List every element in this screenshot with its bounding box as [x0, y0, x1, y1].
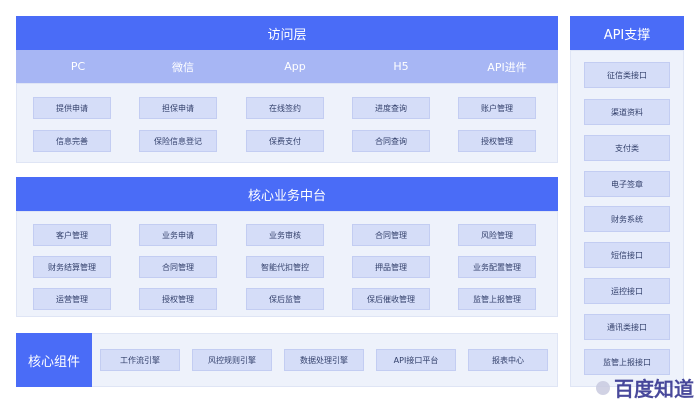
core-cell[interactable]: 业务申请 — [139, 224, 217, 246]
core-cell[interactable]: 授权管理 — [139, 288, 217, 310]
api-support-title: API支撑 — [603, 27, 651, 43]
component-cell[interactable]: 报表中心 — [468, 349, 548, 371]
core-cell[interactable]: 客户管理 — [33, 224, 111, 246]
watermark: 百度知道 — [596, 373, 694, 402]
core-components-title: 核心组件 — [27, 354, 80, 370]
access-cell[interactable]: 担保申请 — [139, 97, 217, 119]
core-cell[interactable]: 风险管理 — [458, 224, 536, 246]
api-item[interactable]: 通讯类接口 — [584, 314, 670, 340]
tab-app[interactable]: App — [284, 60, 306, 73]
core-cell[interactable]: 业务配置管理 — [458, 256, 536, 278]
core-cell[interactable]: 监管上报管理 — [458, 288, 536, 310]
core-cell[interactable]: 合同管理 — [352, 224, 430, 246]
tab-wechat[interactable]: 微信 — [172, 60, 194, 74]
access-cell[interactable]: 保险信息登记 — [139, 130, 217, 152]
component-cell[interactable]: 数据处理引擎 — [284, 349, 364, 371]
access-cell[interactable]: 合同查询 — [352, 130, 430, 152]
access-cell[interactable]: 信息完善 — [33, 130, 111, 152]
access-cell[interactable]: 提供申请 — [33, 97, 111, 119]
core-cell[interactable]: 保后催收管理 — [352, 288, 430, 310]
core-cell[interactable]: 合同管理 — [139, 256, 217, 278]
core-cell[interactable]: 财务结算管理 — [33, 256, 111, 278]
access-layer-title: 访问层 — [267, 27, 307, 43]
core-cell[interactable]: 保后监管 — [246, 288, 324, 310]
tab-api-entry[interactable]: API进件 — [487, 60, 527, 74]
api-item[interactable]: 支付类 — [584, 135, 670, 161]
core-cell[interactable]: 运营管理 — [33, 288, 111, 310]
access-cell[interactable]: 账户管理 — [458, 97, 536, 119]
access-cell[interactable]: 保费支付 — [246, 130, 324, 152]
tab-pc[interactable]: PC — [70, 60, 86, 73]
component-cell[interactable]: API接口平台 — [376, 349, 456, 371]
component-cell[interactable]: 工作流引擎 — [100, 349, 180, 371]
core-components-header: 核心组件 — [16, 333, 92, 387]
access-cell[interactable]: 进度查询 — [352, 97, 430, 119]
api-item[interactable]: 电子签章 — [584, 171, 670, 197]
api-item[interactable]: 监管上报接口 — [584, 349, 670, 375]
api-item[interactable]: 征信类接口 — [584, 62, 670, 88]
access-cell[interactable]: 授权管理 — [458, 130, 536, 152]
tab-h5[interactable]: H5 — [393, 60, 409, 73]
component-cell[interactable]: 风控规则引擎 — [192, 349, 272, 371]
core-cell[interactable]: 智能代扣管控 — [246, 256, 324, 278]
api-item[interactable]: 渠道资料 — [584, 99, 670, 125]
access-layer-tabs: PC 微信 App H5 API进件 — [16, 50, 558, 83]
api-item[interactable]: 财务系统 — [584, 206, 670, 232]
api-item[interactable]: 短信接口 — [584, 242, 670, 268]
core-platform-header: 核心业务中台 — [16, 177, 558, 211]
watermark-text: 百度知道 — [614, 377, 694, 401]
api-support-header: API支撑 — [570, 16, 684, 50]
paw-icon — [596, 380, 610, 395]
access-layer-header: 访问层 — [16, 16, 558, 50]
api-item[interactable]: 运控接口 — [584, 278, 670, 304]
core-platform-title: 核心业务中台 — [247, 188, 326, 204]
core-cell[interactable]: 业务审核 — [246, 224, 324, 246]
core-cell[interactable]: 押品管理 — [352, 256, 430, 278]
access-cell[interactable]: 在线签约 — [246, 97, 324, 119]
